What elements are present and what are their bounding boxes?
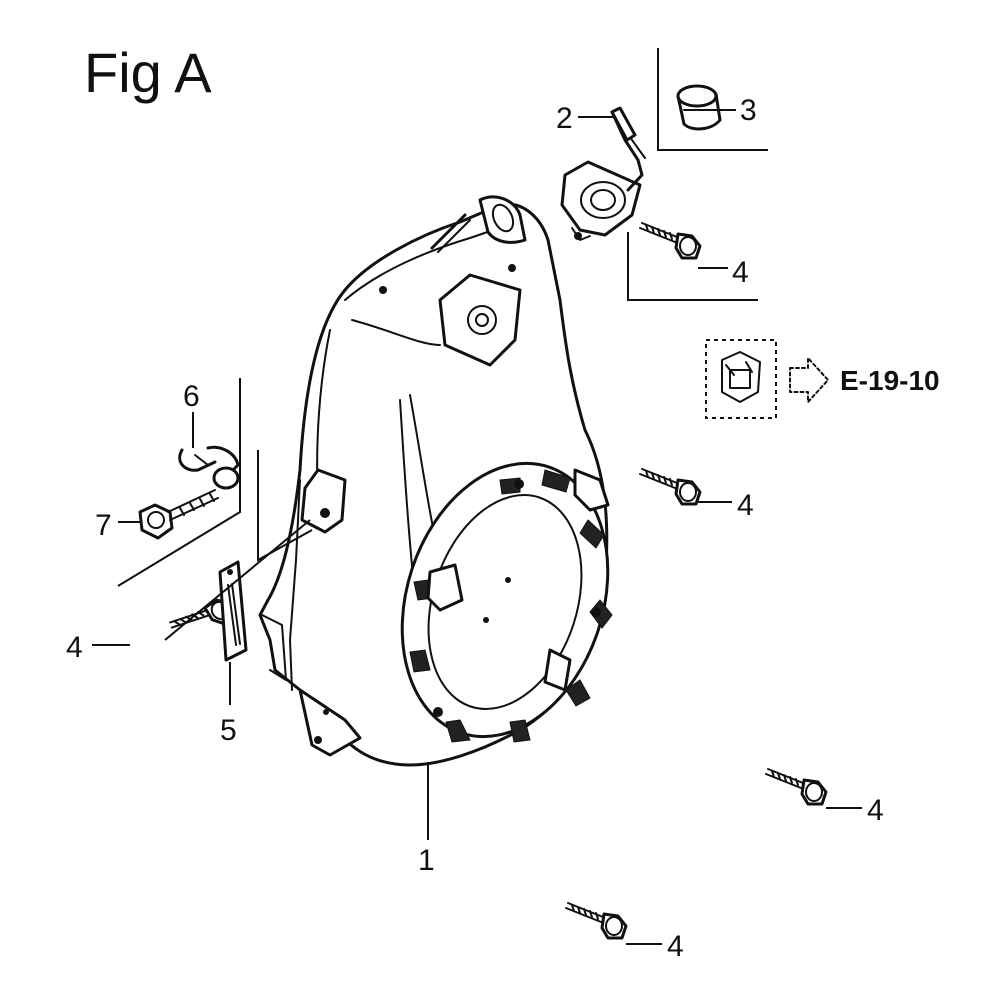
bolt-part-4-bottom bbox=[564, 901, 628, 940]
callout-6: 6 bbox=[183, 380, 200, 413]
callout-4-lower-right: 4 bbox=[867, 794, 884, 827]
engine-thumbnail-icon bbox=[721, 351, 761, 403]
fan-cover-part-1 bbox=[258, 195, 613, 767]
bolt-part-4-top bbox=[638, 221, 702, 260]
callout-3: 3 bbox=[740, 94, 757, 127]
part-4-top-bracket bbox=[627, 232, 758, 301]
clip-part-6 bbox=[178, 445, 240, 477]
part-6-7-bracket bbox=[117, 378, 241, 587]
part-5-bracket bbox=[257, 450, 313, 562]
callout-2: 2 bbox=[556, 102, 573, 135]
plate-part-5 bbox=[218, 560, 248, 662]
part-3-bracket bbox=[657, 48, 768, 151]
reference-label: E-19-10 bbox=[840, 365, 940, 396]
bolt-part-7 bbox=[138, 466, 240, 540]
leader-lines bbox=[92, 109, 862, 945]
callout-4-left: 4 bbox=[66, 631, 83, 664]
callout-4-bottom: 4 bbox=[667, 930, 684, 963]
callout-4-top: 4 bbox=[732, 256, 749, 289]
callout-5: 5 bbox=[220, 714, 237, 747]
bolt-part-4-right bbox=[638, 467, 702, 506]
callout-1: 1 bbox=[418, 844, 435, 877]
arrow-right-icon bbox=[789, 357, 829, 403]
reference-dashed-box bbox=[705, 339, 777, 419]
callout-7: 7 bbox=[95, 509, 112, 542]
reference-e-19-10[interactable]: E-19-10 bbox=[705, 339, 940, 419]
bolt-part-4-lower-right bbox=[764, 767, 828, 806]
switch-part-2 bbox=[560, 106, 646, 241]
callout-4-right: 4 bbox=[737, 489, 754, 522]
cap-part-3 bbox=[676, 84, 722, 131]
figure-title: Fig A bbox=[84, 41, 212, 104]
